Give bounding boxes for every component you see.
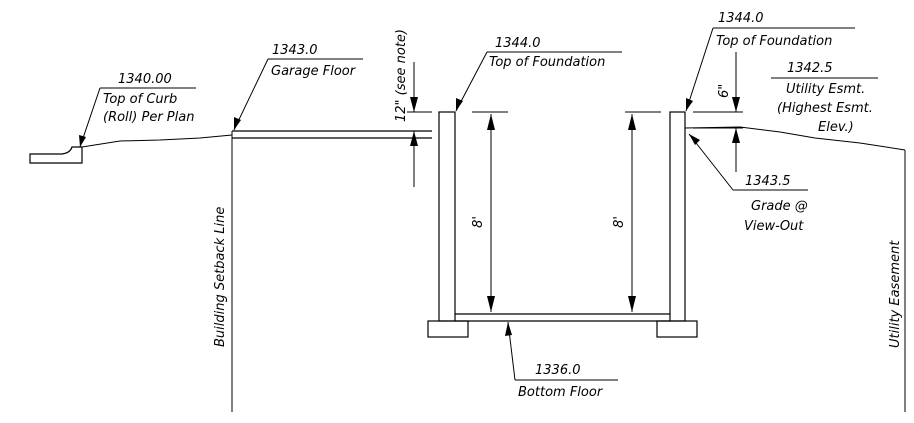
found-right-leader	[685, 27, 714, 112]
grade-label-1: Grade @	[751, 199, 808, 214]
left-footing	[427, 320, 469, 338]
dim-6-arrow-bottom	[732, 128, 740, 143]
garage-leader	[233, 58, 269, 131]
right-footing	[656, 320, 698, 338]
grade-leader-arrow	[689, 134, 700, 145]
grade-elevation: 1343.5	[745, 174, 791, 189]
right-foundation-wall	[669, 111, 686, 322]
curb-elevation: 1340.00	[118, 72, 172, 87]
grade-line-left	[81, 134, 233, 148]
found-left-leader-arrow	[456, 98, 463, 111]
dim-6-arrow-top	[732, 97, 740, 112]
setback-line-label: Building Setback Line	[213, 207, 228, 347]
dim-8-right-arrow-top	[628, 114, 636, 130]
dim-8-right-label: 8'	[612, 216, 627, 228]
garage-label: Garage Floor	[271, 64, 357, 79]
found-left-label: Top of Foundation	[489, 55, 605, 70]
bottom-leader-arrow	[505, 322, 512, 336]
found-right-elevation: 1344.0	[718, 11, 764, 26]
bottom-elevation: 1336.0	[535, 363, 581, 378]
dim-8-left-label: 8'	[471, 216, 486, 228]
dim-12-arrow-top	[410, 97, 418, 112]
dim-12-arrow-bottom	[410, 131, 418, 146]
grade-line-right	[684, 126, 906, 151]
dim-8-left-arrow-bottom	[487, 296, 495, 312]
garage-leader-arrow	[234, 117, 241, 130]
dim-6-label: 6"	[717, 84, 732, 98]
util-label-1: Utility Esmt.	[786, 82, 865, 97]
util-elevation: 1342.5	[787, 61, 833, 76]
curb-label-2: (Roll) Per Plan	[103, 110, 194, 125]
curb-label-1: Top of Curb	[103, 92, 177, 107]
bottom-label: Bottom Floor	[518, 385, 604, 400]
grade-label-2: View-Out	[744, 219, 804, 234]
found-left-elevation: 1344.0	[495, 36, 541, 51]
dim-8-right-arrow-bottom	[628, 296, 636, 312]
easement-line-label: Utility Easement	[888, 240, 903, 348]
found-right-leader-arrow	[686, 98, 693, 111]
found-right-label: Top of Foundation	[716, 34, 832, 49]
curb-leader-arrow	[79, 135, 86, 147]
dim-12-label: 12" (see note)	[394, 29, 409, 122]
util-label-3: Elev.)	[818, 120, 854, 135]
curb-shape	[29, 146, 83, 164]
garage-elevation: 1343.0	[272, 43, 318, 58]
dim-8-left-arrow-top	[487, 114, 495, 130]
left-foundation-wall	[438, 111, 456, 322]
util-label-2: (Highest Esmt.	[777, 101, 873, 116]
